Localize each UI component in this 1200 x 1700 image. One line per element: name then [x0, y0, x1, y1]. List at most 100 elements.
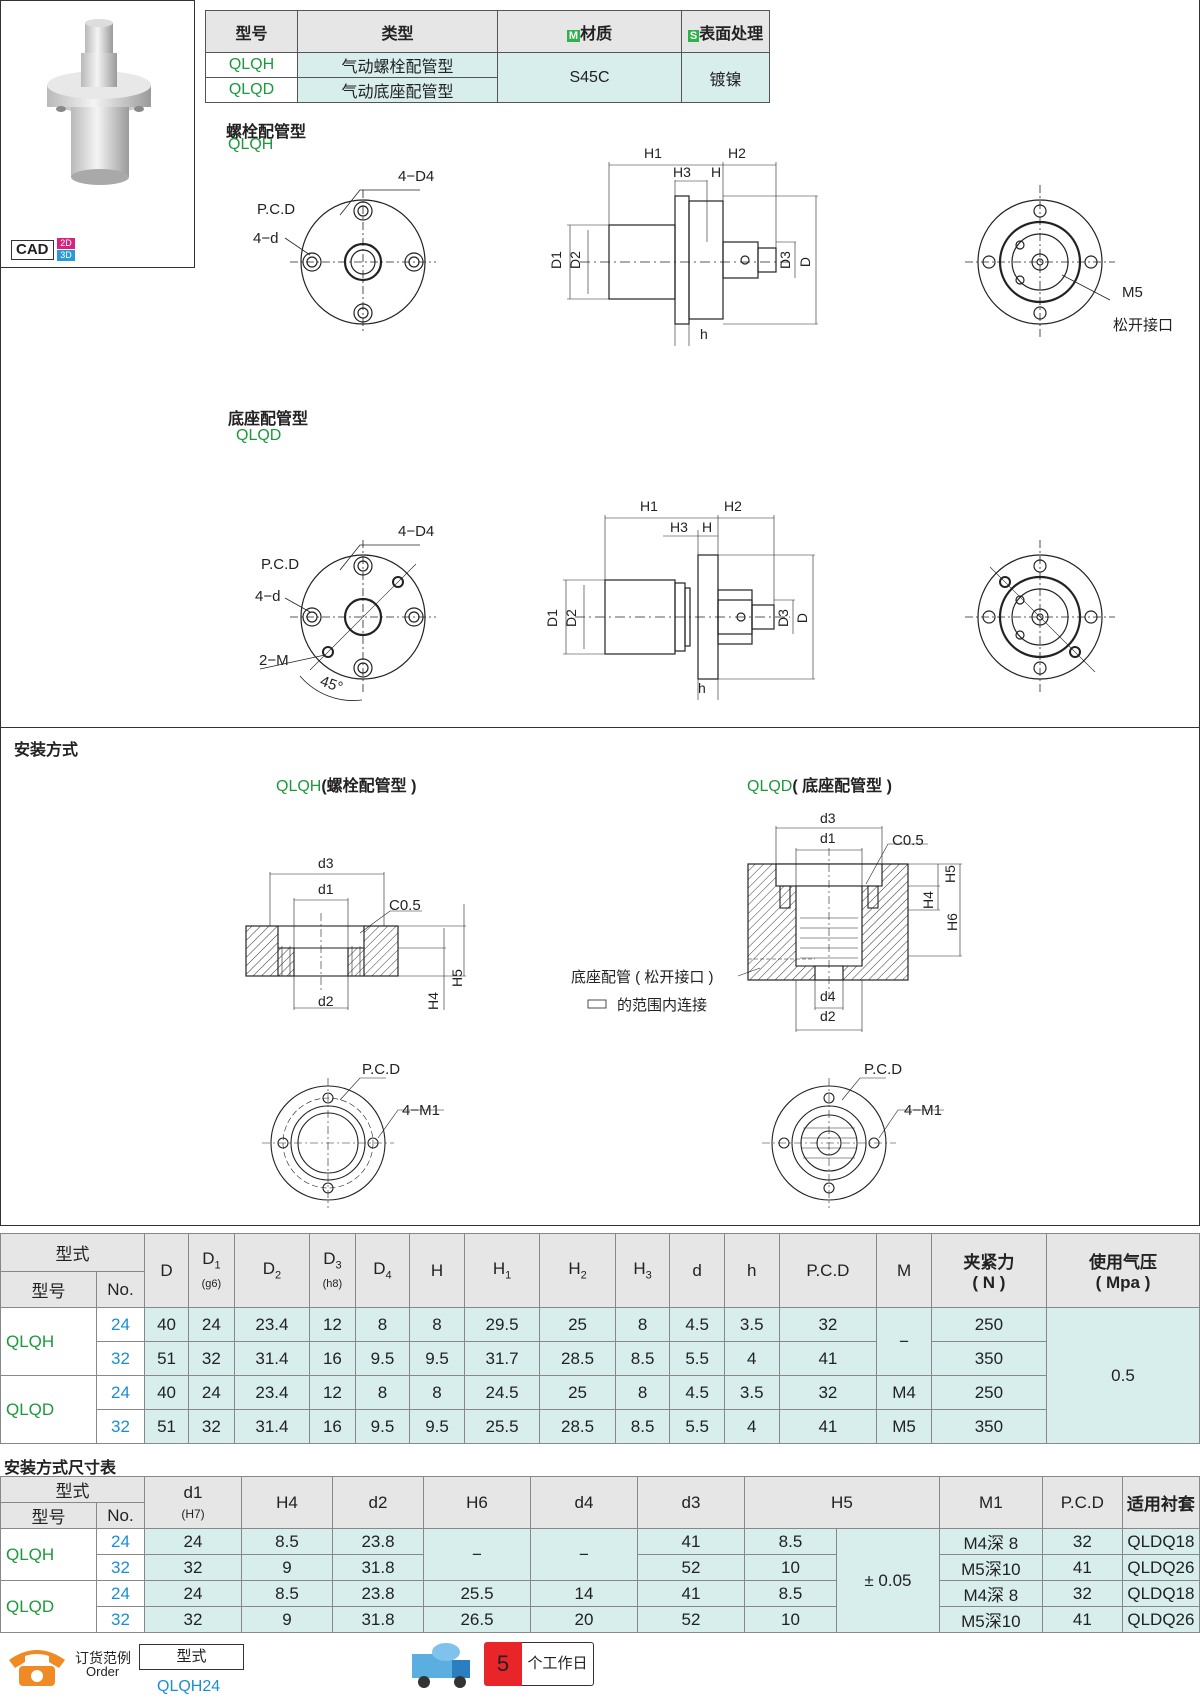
spec-h-D: D — [143, 1233, 190, 1308]
spec-cell: 31.4 — [233, 1341, 311, 1376]
cad-badge[interactable]: CAD — [11, 240, 54, 260]
section-code-qlqh: QLQH — [228, 136, 274, 153]
qlqd-side-view — [563, 515, 815, 700]
spec-cell: − — [876, 1307, 932, 1376]
ins-cell: 10 — [744, 1554, 837, 1581]
qlqh-flange-view — [284, 189, 436, 334]
ins-no: 24 — [96, 1528, 145, 1555]
ins-h-d3: d3 — [637, 1476, 745, 1529]
ins-cell: M5深10 — [938, 1606, 1043, 1633]
spec-cell: M4 — [876, 1375, 932, 1410]
ins-no: 24 — [96, 1580, 145, 1607]
spec-cell: 9.5 — [409, 1409, 465, 1444]
spec-h-D3: D3(h8) — [309, 1233, 356, 1308]
ins-cell: 52 — [637, 1606, 745, 1633]
install-H4: H4 — [424, 992, 441, 1010]
ins-cell: 32 — [1041, 1528, 1123, 1555]
spec-cell: 28.5 — [539, 1409, 616, 1444]
ins-cell: QLDQ26 — [1121, 1554, 1200, 1581]
dim-h: h — [698, 680, 706, 696]
dim-h: h — [700, 326, 708, 342]
spec-cell: 24 — [188, 1375, 235, 1410]
install-d1: d1 — [820, 830, 836, 846]
qlqd-flange-view — [259, 540, 436, 701]
row-type: 气动底座配管型 — [297, 77, 498, 103]
spec-cell: 12 — [309, 1307, 356, 1342]
ins-no: 32 — [96, 1554, 145, 1581]
spec-cell: 9.5 — [409, 1341, 465, 1376]
install-pcd: P.C.D — [864, 1061, 903, 1078]
port-note-1: 底座配管 ( 松开接口 ) — [571, 969, 714, 986]
release-port-label: 松开接口 — [1113, 317, 1174, 334]
order-type-box: 型式 — [139, 1644, 244, 1670]
ins-cell: − — [423, 1528, 531, 1581]
ins-cell: 8.5 — [241, 1580, 333, 1607]
ins-h-bush: 适用衬套 — [1121, 1476, 1200, 1529]
spec-h-pressure: 使用气压( Mpa ) — [1046, 1233, 1200, 1308]
phone-icon — [9, 1650, 65, 1686]
spec-cell: 250 — [930, 1375, 1048, 1410]
delivery-days-number: 5 — [484, 1642, 522, 1686]
install-title: 安装方式 — [14, 742, 79, 759]
spec-h-M: M — [876, 1233, 932, 1308]
ins-h-H4: H4 — [241, 1476, 333, 1529]
qlqh-side-view — [567, 162, 818, 346]
spec-cell: 32 — [188, 1409, 235, 1444]
ins-cell: 31.8 — [332, 1606, 424, 1633]
spec-cell: 8.5 — [614, 1341, 671, 1376]
ins-cell: 25.5 — [423, 1580, 531, 1607]
dim-D: D — [794, 612, 811, 624]
dim-pcd: P.C.D — [261, 556, 300, 573]
ins-cell: QLDQ26 — [1121, 1606, 1200, 1633]
spec-cell: 51 — [143, 1341, 190, 1376]
material-badge: M — [566, 29, 581, 42]
section-title-qlqh: 螺栓配管型 — [226, 124, 307, 141]
spec-model: QLQH — [0, 1307, 97, 1376]
spec-h-no: No. — [96, 1271, 145, 1308]
ins-cell: 52 — [637, 1554, 745, 1581]
ins-cell: 8.5 — [241, 1528, 333, 1555]
ins-cell: 41 — [1041, 1554, 1123, 1581]
ins-cell: 32 — [144, 1606, 242, 1633]
install-d1: d1 — [318, 881, 334, 897]
ins-h-pcd: P.C.D — [1041, 1476, 1123, 1529]
spec-cell: 25 — [539, 1375, 616, 1410]
cad-3d-tag[interactable]: 3D — [57, 250, 75, 261]
dim-H2: H2 — [728, 145, 746, 161]
ins-cell: 41 — [637, 1528, 745, 1555]
dim-H1: H1 — [640, 498, 658, 514]
order-example: QLQH24 — [157, 1678, 221, 1695]
spec-cell: 32 — [778, 1375, 878, 1410]
spec-h-D1: D1(g6) — [188, 1233, 235, 1308]
ins-cell: 8.5 — [744, 1580, 837, 1607]
spec-cell: 8 — [409, 1375, 465, 1410]
ins-cell: 20 — [530, 1606, 638, 1633]
dim-H: H — [702, 519, 713, 535]
row-model: QLQD — [205, 77, 298, 103]
ins-h-no: No. — [96, 1502, 145, 1529]
ins-cell: M4深 8 — [938, 1528, 1043, 1555]
col-model: 型号 — [205, 10, 298, 53]
ins-h-type: 型式 — [0, 1476, 145, 1503]
spec-cell: 24 — [188, 1307, 235, 1342]
ins-tolerance: ± 0.05 — [836, 1528, 940, 1633]
ins-cell: 24 — [144, 1580, 242, 1607]
spec-cell: 31.7 — [463, 1341, 541, 1376]
dim-D1: D1 — [543, 609, 560, 627]
dim-2-M: 2−M — [259, 652, 289, 669]
spec-no: 32 — [96, 1341, 145, 1376]
spec-h-D4: D4 — [354, 1233, 411, 1308]
ins-cell: 26.5 — [423, 1606, 531, 1633]
product-image — [47, 19, 151, 185]
dim-H3: H3 — [670, 519, 688, 535]
spec-cell: 23.4 — [233, 1375, 311, 1410]
spec-cell: 5.5 — [669, 1341, 725, 1376]
cad-2d-tag[interactable]: 2D — [57, 238, 75, 249]
ins-cell: 8.5 — [744, 1528, 837, 1555]
spec-cell: 28.5 — [539, 1341, 616, 1376]
dim-H3: H3 — [673, 164, 691, 180]
ins-cell: 32 — [1041, 1580, 1123, 1607]
ins-cell: QLDQ18 — [1121, 1580, 1200, 1607]
spec-no: 24 — [96, 1375, 145, 1410]
